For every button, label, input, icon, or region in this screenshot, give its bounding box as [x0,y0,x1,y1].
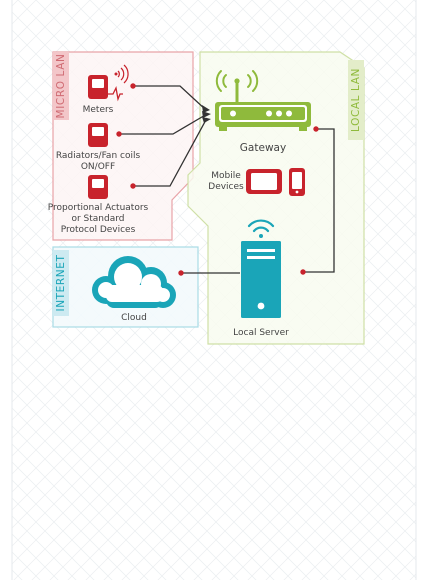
actuator-device-icon [88,175,108,199]
actuators-dot [130,183,136,189]
mobile-devices-label: Mobile Devices [204,171,248,193]
connection-dots [116,83,319,276]
mobile-devices-label-line-1: Mobile [211,171,241,181]
micro-lan-title-bar [53,52,69,120]
actuators-link [133,117,208,187]
gateway-label: Gateway [239,142,287,154]
actuators-label-line-2: or Standard [71,214,125,224]
radiators-dot [116,131,122,137]
actuators-label: Proportional Actuators or Standard Proto… [40,203,156,236]
radiators-label-line-1: Radiators/Fan coils [55,151,141,161]
local-lan-title-bar [348,60,364,140]
internet-title-bar [53,250,69,316]
radiators-label-line-2: ON/OFF [80,162,116,172]
radiators-link [119,113,208,135]
arrow-head [202,105,210,113]
radiator-device-icon [88,123,108,147]
local-lan-title: LOCAL LAN [350,68,362,132]
mobile-devices-label-line-2: Devices [208,182,244,192]
cloud-link-dot [178,270,184,276]
arrow-head [202,111,211,118]
internet-title: INTERNET [55,254,67,312]
local-server-label: Local Server [233,328,289,338]
cloud-label: Cloud [121,313,147,323]
arrow-head [202,117,211,123]
micro-lan-title: MICRO LAN [55,53,67,119]
connection-lines [119,85,335,274]
cloud-icon [92,256,176,308]
tablet-icon [246,169,282,194]
gateway-link-dot [313,126,319,132]
gateway-server-link [303,128,335,273]
server-icon [241,241,281,318]
meter-icon [88,64,129,102]
server-link-dot [300,269,306,275]
radiators-label: Radiators/Fan coils ON/OFF [40,151,156,173]
meters-label: Meters [82,105,114,115]
phone-icon [289,168,305,196]
gateway-arrows [202,105,211,123]
wifi-dot [259,234,263,238]
router-gateway-icon [215,70,311,131]
actuators-label-line-3: Protocol Devices [60,225,136,235]
actuators-label-line-1: Proportional Actuators [47,203,149,213]
meters-dot [130,83,136,89]
meters-link [133,85,207,111]
wifi-icon [247,219,275,233]
